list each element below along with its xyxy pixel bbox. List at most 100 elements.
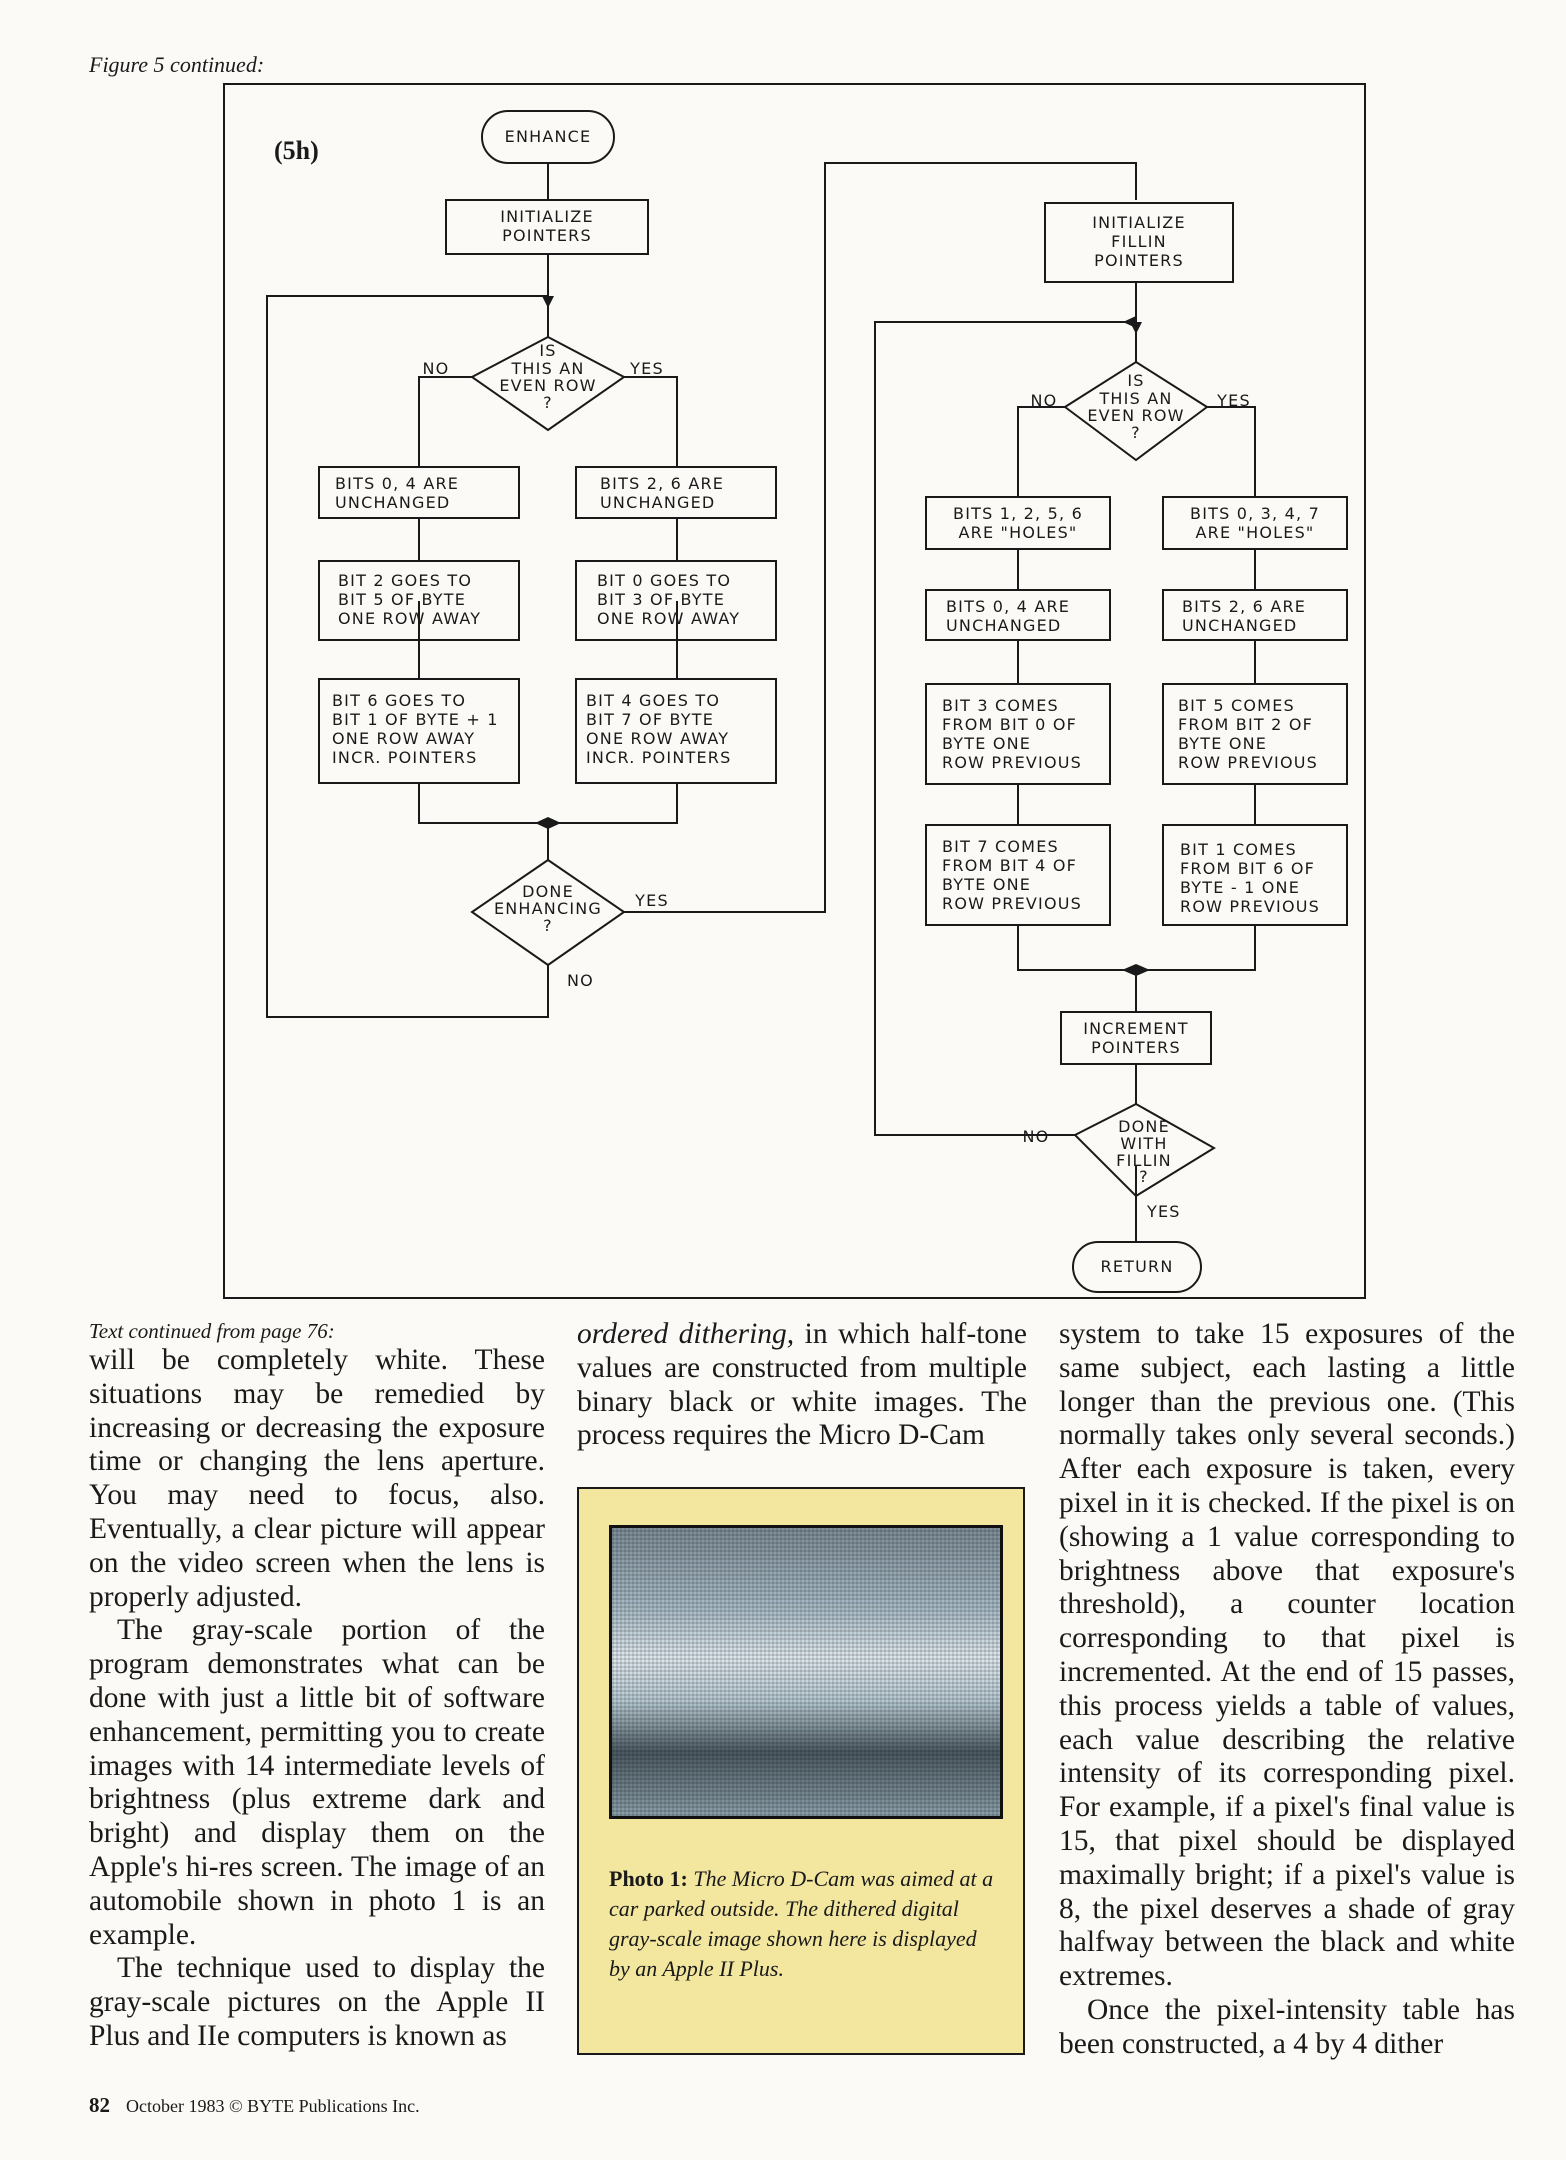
flowchart-text: BITS 0, 4 ARE [946,597,1070,616]
flowchart-text: BYTE ONE [942,734,1031,753]
flowchart-text: BIT 2 GOES TO [338,571,472,590]
right-flow-lines [874,282,1256,1242]
bit-6-goes-box [318,678,520,784]
flowchart-text: BIT 1 OF BYTE + 1 [332,710,499,729]
bit-4-goes-box [575,678,777,784]
right-no-label: NO [1031,391,1058,410]
increment-pointers-box [1060,1011,1212,1065]
flowchart-element [874,321,1136,1136]
initialize-pointers-box [445,199,649,255]
flowchart-text: ROW PREVIOUS [942,753,1082,772]
flowchart-text: BITS 0, 4 ARE [335,474,459,493]
done-fillin-no-label: NO [1023,1127,1050,1146]
enhance-label: ENHANCE [505,127,592,146]
flowchart-text: THIS AN [1098,389,1172,408]
flowchart-text: FILLIN [1116,1151,1172,1170]
flowchart-text: UNCHANGED [335,493,450,512]
done-fillin-yes-label: YES [1146,1202,1181,1221]
return-label: RETURN [1101,1257,1174,1276]
flowchart-text: BITS 1, 2, 5, 6 [953,504,1083,523]
flowchart-text: BIT 6 GOES TO [332,691,466,710]
flowchart-text: FROM BIT 2 OF [1178,715,1313,734]
flowchart-element [1017,406,1065,497]
flowchart-text: UNCHANGED [946,616,1061,635]
page-number: 82 [89,2093,110,2117]
paragraph: system to take 15 exposures of the same … [1059,1318,1515,1993]
paragraph: The technique used to display the gray-s… [89,1952,545,2052]
flowchart-text: BIT 7 OF BYTE [586,710,714,729]
flowchart-text: ARE "HOLES" [959,523,1078,542]
right-yes-label: YES [1216,391,1251,410]
initialize-pointers-label: INITIALIZE [500,207,594,226]
flowchart-element [624,376,678,467]
bit-0-goes-box [575,560,777,641]
flowchart-text: ROW PREVIOUS [942,894,1082,913]
flowchart-text: BYTE ONE [942,875,1031,894]
left-no-label: NO [423,359,450,378]
return-terminal [1072,1241,1202,1293]
flowchart-text: BIT 5 COMES [1178,696,1295,715]
photo-caption-text: The Micro D-Cam was aimed at a car parke… [609,1866,994,1981]
flowchart-text: BIT 3 COMES [942,696,1059,715]
figure-border [223,83,1366,1299]
flowchart-text: POINTERS [1094,251,1184,270]
flowchart-text: INCR. POINTERS [586,748,731,767]
flowchart-text: EVEN ROW [1087,406,1184,425]
flowchart-text: IS [1127,371,1144,390]
done-enhancing-yes-label: YES [634,891,669,910]
text-column-3: system to take 15 exposures of the same … [1059,1318,1515,2062]
flowchart-text: FROM BIT 6 OF [1180,859,1315,878]
flowchart-element [548,817,561,829]
flowchart-text: ENHANCING [494,899,602,918]
flowchart-text: INITIALIZE [1092,213,1186,232]
page-footer: 82 October 1983 © BYTE Publications Inc. [89,2093,420,2118]
italic-term: ordered dithering, [577,1318,795,1350]
flowchart-element [1136,964,1150,976]
flowchart-element [624,162,1137,913]
flowchart-text: BITS 2, 6 ARE [600,474,724,493]
flowchart-text: BITS 2, 6 ARE [1182,597,1306,616]
flowchart-text: ONE ROW AWAY [597,609,740,628]
flowchart-text: ? [1139,1167,1149,1186]
done-enhancing-no-label: NO [567,971,594,990]
flowchart-text: ? [543,916,553,935]
flowchart-text: BIT 5 OF BYTE [338,590,466,609]
figure-caption: Figure 5 continued: [89,52,265,77]
flowchart-text: BYTE ONE [1178,734,1267,753]
flowchart-element [1122,964,1136,976]
flowchart-text: BIT 7 COMES [942,837,1059,856]
left-flow-lines [266,162,1137,1018]
enhance-terminal [481,110,615,164]
continued-from-note: Text continued from page 76: [89,1319,335,1343]
flowchart-diagram: (5h) ENHANCE INITIALIZE POINTERS IS THIS… [223,83,1366,1299]
photo-box: Photo 1: The Micro D-Cam was aimed at a … [577,1487,1025,2055]
flowchart-text: POINTERS [502,226,592,245]
flowchart-text: FROM BIT 4 OF [942,856,1077,875]
bit-2-goes-box [318,560,520,641]
flowchart-element [1207,406,1256,497]
flowchart-text: BIT 1 COMES [1180,840,1297,859]
text-column-2: ordered dithering, in which half-tone va… [577,1318,1027,1453]
flowchart-text: THIS AN [510,359,584,378]
flowchart-text: EVEN ROW [499,376,596,395]
footer-credit: October 1983 © BYTE Publications Inc. [126,2096,420,2116]
flowchart-text: WITH [1120,1134,1167,1153]
done-with-fillin-decision [1073,1102,1216,1198]
flowchart-text: ROW PREVIOUS [1178,753,1318,772]
flowchart-text: BIT 4 GOES TO [586,691,720,710]
bits-1-2-5-6-holes-box [925,496,1111,550]
bits-0-4-unchanged-box [318,466,520,519]
flowchart-text: ? [1131,423,1141,442]
flowchart-text: DONE [522,882,574,901]
flowchart-text: FILLIN [1111,232,1167,251]
flowchart-text: ONE ROW AWAY [586,729,729,748]
flowchart-element [266,295,549,1018]
flowchart-text: UNCHANGED [600,493,715,512]
paragraph: Once the pixel-intensity table has been … [1059,1993,1515,2060]
flowchart-element [542,296,554,308]
photo-caption: Photo 1: The Micro D-Cam was aimed at a … [609,1864,999,1984]
paragraph: ordered dithering, in which half-tone va… [577,1318,1027,1452]
left-yes-label: YES [629,359,664,378]
flowchart-text: UNCHANGED [1182,616,1297,635]
flowchart-text: BIT 3 OF BYTE [597,590,725,609]
